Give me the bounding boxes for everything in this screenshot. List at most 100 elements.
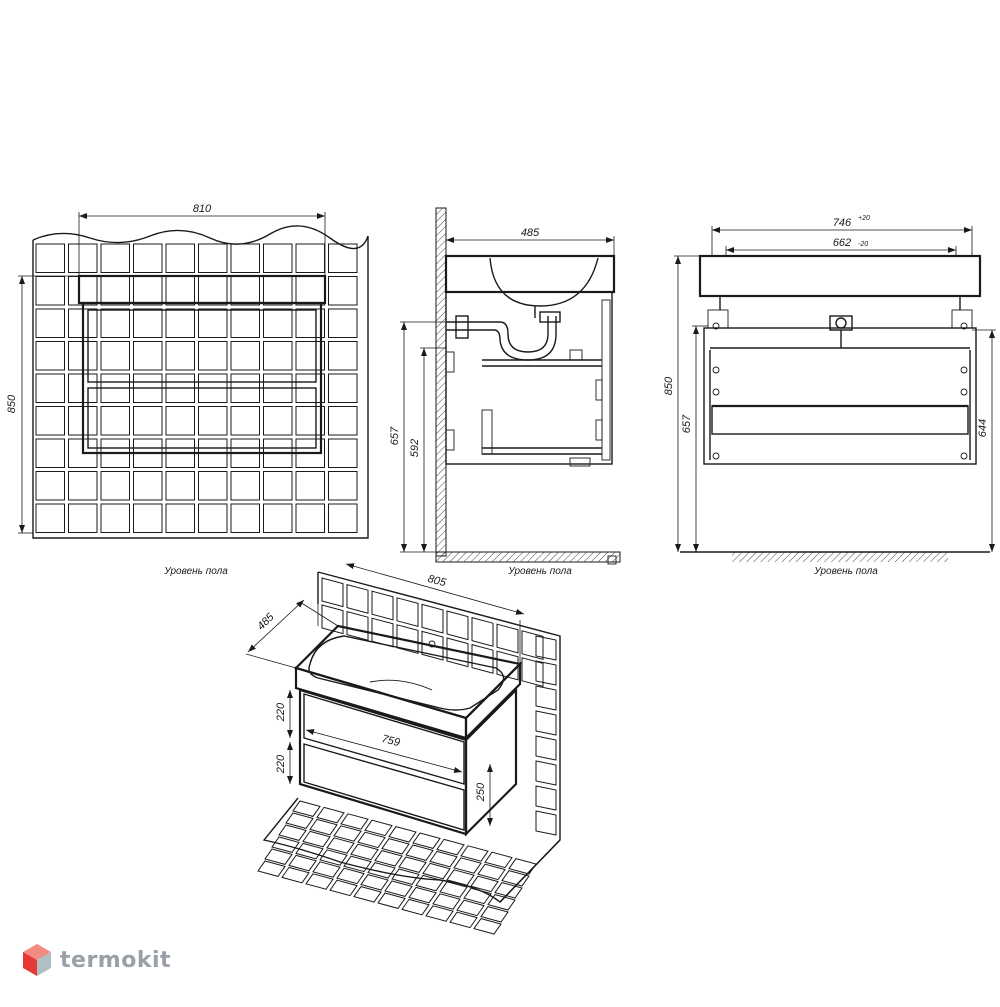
back-floor-label: Уровень пола (813, 566, 878, 577)
tile (198, 471, 228, 501)
tile (535, 660, 557, 686)
tile (263, 503, 293, 533)
tile (487, 894, 516, 911)
tile (328, 373, 358, 403)
tile (396, 624, 419, 655)
tile (371, 590, 394, 621)
tile (321, 604, 344, 635)
termokit-logo: termokit (22, 940, 171, 980)
tile (263, 308, 293, 338)
logo-text: termokit (60, 947, 172, 973)
tile (535, 735, 557, 761)
tile (328, 503, 358, 533)
tile (68, 471, 98, 501)
tile (535, 710, 557, 736)
back-662-tolerance: -20 (858, 241, 868, 248)
tile (384, 880, 413, 897)
tile (328, 438, 358, 468)
front-view: 810 850 Уровень пола (6, 203, 369, 577)
tile (133, 276, 163, 306)
tile (198, 243, 228, 273)
tile (496, 623, 519, 654)
cube-logo-icon (23, 944, 51, 976)
tile (100, 503, 130, 533)
tile (68, 276, 98, 306)
tile (521, 630, 544, 661)
tile (295, 276, 325, 306)
tile (271, 836, 300, 853)
tile (328, 406, 358, 436)
tile (535, 760, 557, 786)
tile (421, 603, 444, 634)
side-wall (435, 207, 447, 557)
iso-view: 805 485 220 220 759 250 (245, 563, 561, 935)
back-746-tolerance: +20 (858, 215, 870, 222)
side-depth-label: 485 (521, 227, 540, 239)
tile (336, 867, 365, 885)
tile (328, 308, 358, 338)
tile (35, 503, 65, 533)
front-countertop (77, 274, 327, 305)
back-746-label: 746 (833, 217, 852, 229)
tile (346, 610, 369, 641)
tile (480, 906, 509, 923)
tile (535, 785, 557, 811)
tile (316, 806, 345, 824)
tile (357, 831, 386, 849)
tile (295, 842, 324, 860)
tile (436, 838, 465, 856)
tile (496, 650, 519, 681)
tile (35, 341, 65, 371)
tile (432, 893, 461, 910)
tile (295, 308, 325, 338)
tile (100, 471, 130, 501)
back-view: 746 +20 662 -20 850 657 644 Уровень пола (663, 215, 996, 577)
tile (263, 276, 293, 306)
tile (198, 276, 228, 306)
tile (429, 850, 458, 868)
tile (396, 597, 419, 628)
tile (165, 406, 195, 436)
tile (165, 243, 195, 273)
tile (133, 471, 163, 501)
tile (471, 643, 494, 674)
tile (412, 832, 441, 849)
iso-floor-tiles (257, 800, 537, 935)
side-floor-label: Уровень пола (507, 566, 572, 577)
front-width-label: 810 (193, 203, 212, 215)
tile (460, 845, 489, 862)
tile (281, 866, 310, 884)
front-floor-label: Уровень пола (163, 566, 228, 577)
tile (456, 899, 485, 917)
iso-depth-label: 485 (255, 611, 277, 633)
tile (439, 881, 468, 898)
tile (230, 276, 260, 306)
tile (263, 341, 293, 371)
tile (264, 848, 293, 865)
tile (165, 471, 195, 501)
tile (263, 243, 293, 273)
tile (35, 373, 65, 403)
tile (408, 886, 437, 904)
tile (446, 610, 469, 641)
tile (133, 341, 163, 371)
tile (343, 855, 372, 873)
tile (312, 861, 341, 878)
tile (321, 577, 344, 608)
tile (263, 471, 293, 501)
tile (230, 503, 260, 533)
front-drawer-bottom (87, 387, 317, 449)
tile (278, 824, 307, 841)
tile (421, 630, 444, 661)
tile (100, 406, 130, 436)
tile (100, 243, 130, 273)
tile (374, 850, 403, 867)
front-height-label: 850 (6, 394, 18, 413)
tile (133, 243, 163, 273)
tile (471, 616, 494, 647)
tile (415, 874, 444, 892)
front-cabinet (81, 301, 323, 455)
iso-leg-label: 250 (475, 782, 487, 802)
tile (329, 879, 358, 897)
